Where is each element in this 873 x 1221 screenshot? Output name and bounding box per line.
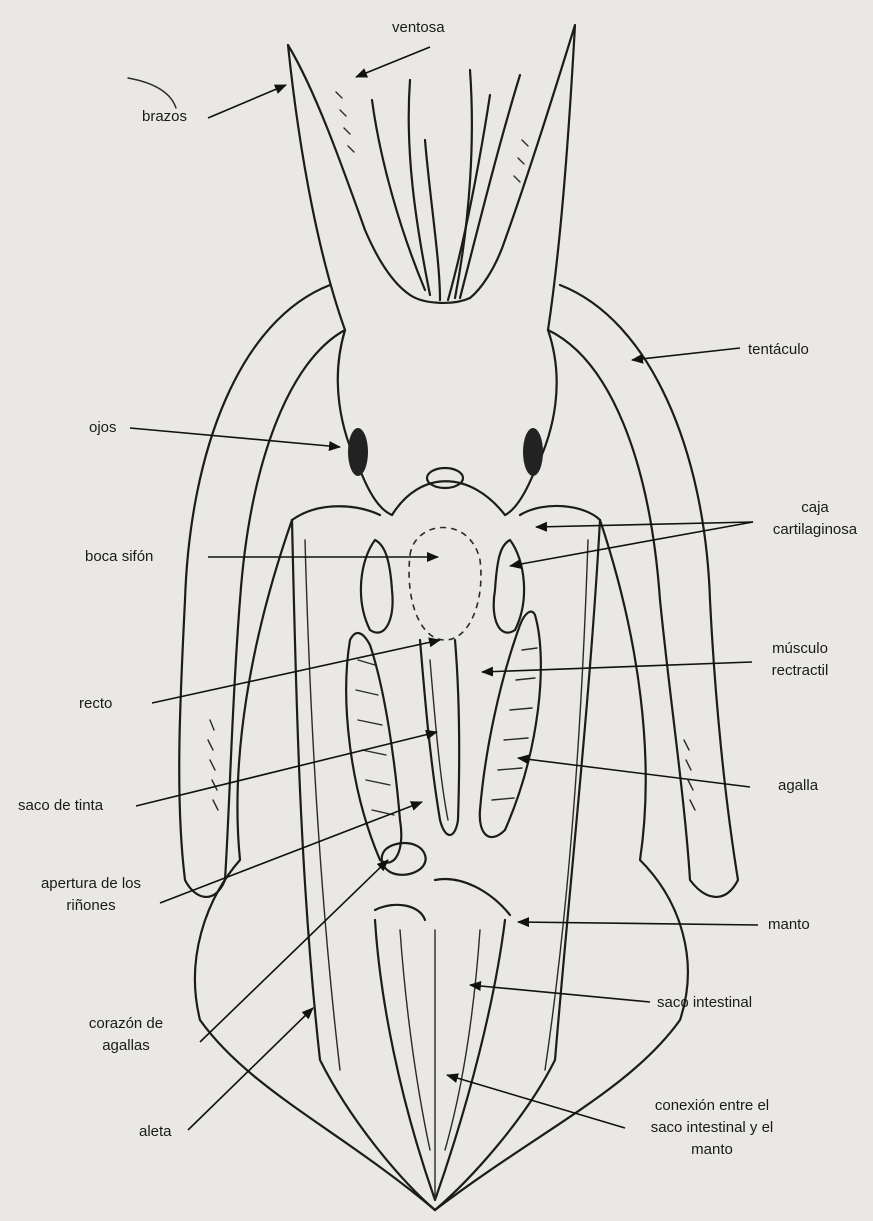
label-manto: manto [768, 914, 810, 936]
label-apertura: apertura de los riñones [15, 873, 167, 917]
label-conexion: conexión entre el saco intestinal y el m… [620, 1095, 804, 1161]
leader-lines [128, 47, 758, 1130]
leader-corazon [200, 860, 388, 1042]
label-saco-tinta: saco de tinta [18, 795, 103, 817]
label-saco-intestinal: saco intestinal [657, 992, 752, 1014]
label-musculo-line2: rectractil [758, 660, 842, 682]
label-aleta: aleta [139, 1121, 172, 1143]
label-corazon-line1: corazón de [70, 1013, 182, 1035]
label-corazon-line2: agallas [70, 1035, 182, 1057]
label-musculo-line1: músculo [758, 638, 842, 660]
label-conexion-line3: manto [620, 1139, 804, 1161]
label-corazon: corazón de agallas [70, 1013, 182, 1057]
label-brazos: brazos [142, 106, 187, 128]
label-caja-line1: caja [760, 497, 870, 519]
leader-brazos [208, 85, 286, 118]
label-boca-sifon: boca sifón [85, 546, 153, 568]
label-apertura-line2: riñones [15, 895, 167, 917]
label-conexion-line2: saco intestinal y el [620, 1117, 804, 1139]
label-caja: caja cartilaginosa [760, 497, 870, 541]
label-tentaculo: tentáculo [748, 339, 809, 361]
label-ojos: ojos [89, 417, 117, 439]
squid-outline [179, 25, 738, 1210]
leader-conexion [447, 1075, 625, 1128]
leader-manto [518, 922, 758, 925]
label-ventosa: ventosa [392, 17, 445, 39]
leader-saco-tinta [136, 732, 437, 806]
label-agalla: agalla [778, 775, 818, 797]
leader-brazos-curve [128, 78, 176, 108]
leader-caja-2 [510, 522, 753, 566]
label-conexion-line1: conexión entre el [620, 1095, 804, 1117]
leader-ojos [130, 428, 340, 447]
label-caja-line2: cartilaginosa [760, 519, 870, 541]
label-apertura-line1: apertura de los [15, 873, 167, 895]
leader-caja-1 [536, 522, 753, 527]
leader-ventosa [356, 47, 430, 77]
leader-agalla [518, 758, 750, 787]
leader-aleta [188, 1008, 313, 1130]
leader-musculo [482, 662, 752, 672]
label-musculo: músculo rectractil [758, 638, 842, 682]
leader-tentaculo [632, 348, 740, 360]
label-recto: recto [79, 693, 112, 715]
